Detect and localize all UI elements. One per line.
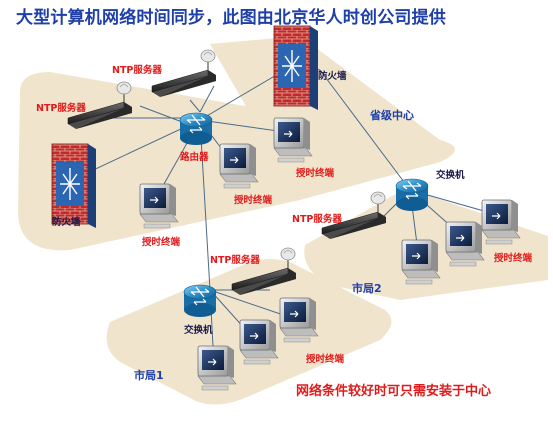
switch-label: 交换机 (184, 325, 213, 336)
switch-icon (395, 178, 429, 212)
terminal-label: 授时终端 (142, 237, 181, 248)
province-center-label: 省级中心 (370, 109, 414, 122)
switch-label: 交换机 (436, 170, 465, 181)
terminal-label: 授时终端 (306, 354, 345, 365)
firewall-label: 防火墙 (318, 71, 347, 82)
firewall-icon (273, 25, 319, 111)
terminal-icon (219, 143, 259, 189)
ntp-server-label: NTP服务器 (36, 103, 86, 114)
terminal-icon (197, 345, 237, 391)
deployment-note: 网络条件较好时可只需安装于中心 (296, 384, 492, 399)
terminal-label: 授时终端 (494, 253, 533, 264)
ntp-server-label: NTP服务器 (292, 214, 342, 225)
terminal-icon (445, 221, 485, 267)
router-icon (179, 112, 213, 146)
ntp-server-label: NTP服务器 (112, 65, 162, 76)
terminal-icon (401, 239, 441, 285)
terminal-icon (279, 297, 319, 343)
terminal-icon (481, 199, 521, 245)
city-bureau-2-label: 市局2 (352, 282, 382, 295)
terminal-icon (273, 117, 313, 163)
firewall-label: 防火墙 (52, 217, 81, 228)
page-title: 大型计算机网络时间同步，此图由北京华人时创公司提供 (16, 8, 446, 28)
terminal-label: 授时终端 (296, 168, 335, 179)
terminal-icon (139, 183, 179, 229)
switch-icon (183, 284, 217, 318)
ntp-server-label: NTP服务器 (210, 255, 260, 266)
router-label: 路由器 (180, 152, 209, 163)
firewall-icon (51, 143, 97, 229)
terminal-label: 授时终端 (234, 195, 273, 206)
city-bureau-1-label: 市局1 (134, 369, 164, 382)
terminal-icon (239, 319, 279, 365)
